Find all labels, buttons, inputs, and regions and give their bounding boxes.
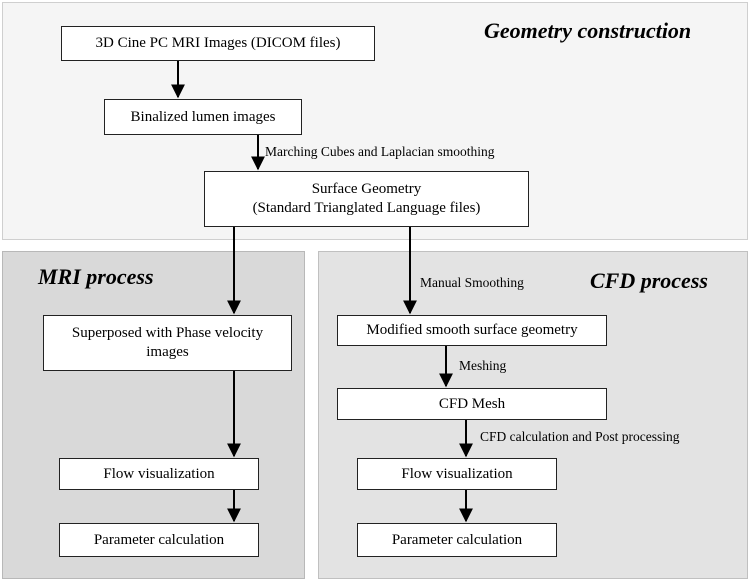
cfd-mesh-label: CFD Mesh — [438, 395, 506, 412]
surface-geometry-label: Surface Geometry — [311, 181, 422, 198]
modified-surface-geometry-box: Modified smooth surface geometry — [337, 315, 607, 346]
superposed-label-line1: Superposed with Phase velocity — [71, 325, 264, 342]
modified-surface-geometry-label: Modified smooth surface geometry — [366, 322, 578, 339]
cfd-mesh-box: CFD Mesh — [337, 388, 607, 420]
dicom-images-box: 3D Cine PC MRI Images (DICOM files) — [61, 26, 375, 61]
dicom-images-label: 3D Cine PC MRI Images (DICOM files) — [95, 35, 341, 52]
surface-geometry-sublabel: (Standard Trianglated Language files) — [252, 200, 481, 216]
binarized-lumen-label: Binalized lumen images — [130, 108, 276, 125]
cfd-parameter-calculation-box: Parameter calculation — [357, 523, 557, 557]
binarized-lumen-box: Binalized lumen images — [104, 99, 302, 135]
geometry-construction-title: Geometry construction — [484, 18, 692, 43]
cfd-flow-visualization-label: Flow visualization — [401, 465, 513, 482]
superposed-phase-velocity-box: Superposed with Phase velocity images — [43, 315, 292, 371]
cfd-process-title: CFD process — [590, 268, 708, 293]
mri-flow-visualization-box: Flow visualization — [59, 458, 259, 490]
mri-flow-visualization-label: Flow visualization — [103, 465, 215, 482]
surface-geometry-box: Surface Geometry (Standard Trianglated L… — [204, 171, 529, 227]
mri-parameter-calculation-box: Parameter calculation — [59, 523, 259, 557]
cfd-parameter-calculation-label: Parameter calculation — [391, 531, 523, 548]
cfd-flow-visualization-box: Flow visualization — [357, 458, 557, 490]
mri-parameter-calculation-label: Parameter calculation — [93, 531, 225, 548]
meshing-label: Meshing — [459, 358, 507, 373]
manual-smoothing-label: Manual Smoothing — [420, 275, 524, 290]
mri-process-title: MRI process — [38, 264, 154, 289]
superposed-label-line2: images — [146, 344, 189, 360]
cfd-calculation-label: CFD calculation and Post processing — [480, 429, 680, 444]
marching-cubes-label: Marching Cubes and Laplacian smoothing — [265, 144, 495, 159]
